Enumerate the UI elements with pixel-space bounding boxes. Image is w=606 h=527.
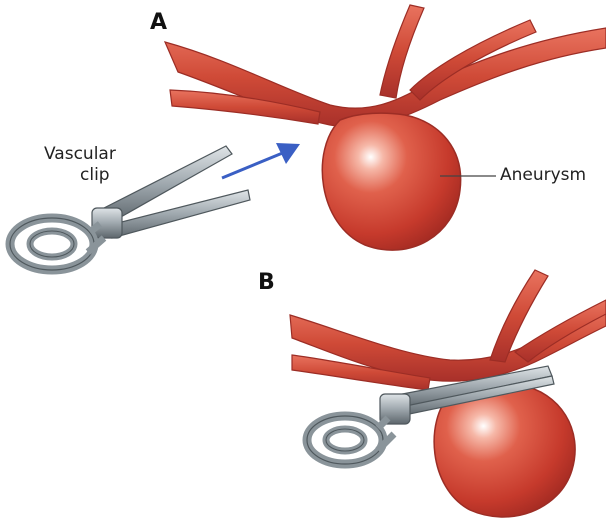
panel-label-a: A — [150, 12, 167, 34]
aneurysm-label: Aneurysm — [500, 167, 586, 184]
direction-arrow — [222, 143, 300, 178]
aneurysm-sac-a — [322, 113, 460, 250]
panel-label-b: B — [258, 272, 275, 294]
vascular-clip-label-line1: Vascular — [44, 146, 116, 163]
vascular-clip-open — [10, 146, 250, 270]
panel-a-vessels — [165, 5, 606, 250]
vascular-clip-label-line2: clip — [80, 167, 110, 184]
